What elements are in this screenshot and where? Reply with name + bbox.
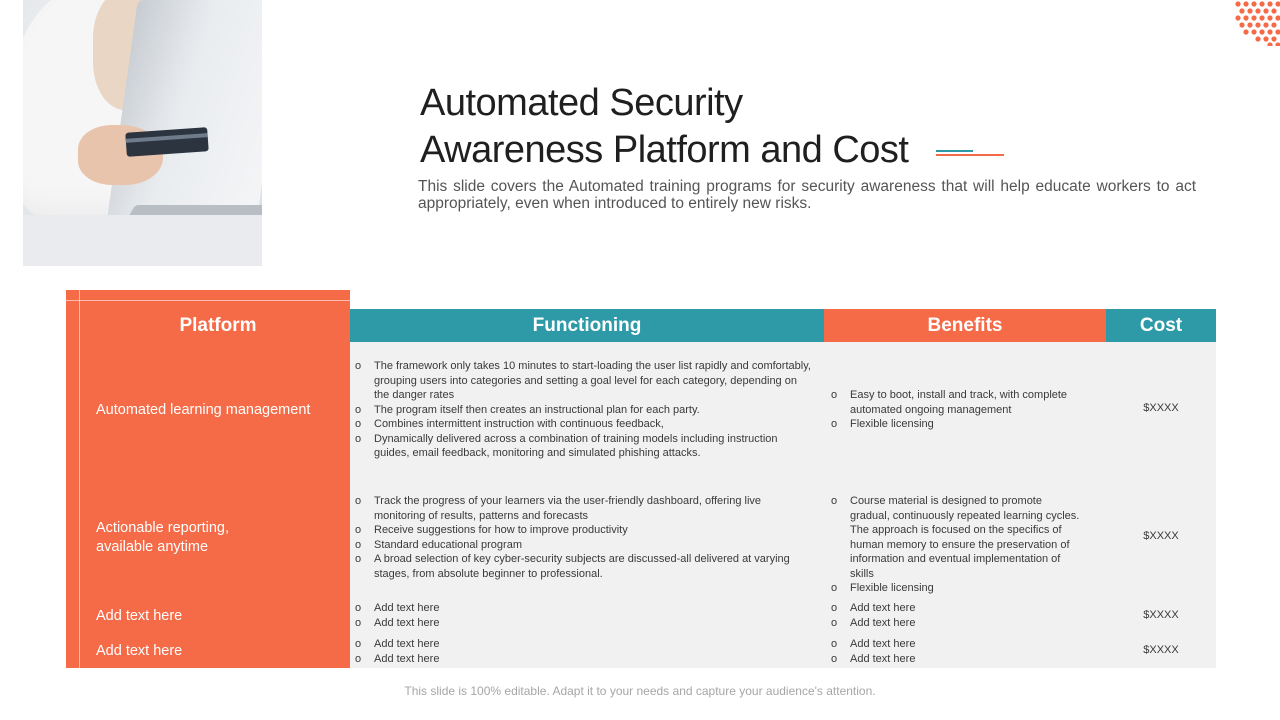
row-2-platform: Actionable reporting, available anytime (96, 520, 229, 555)
page-title: Automated Security Awareness Platform an… (420, 80, 1040, 174)
row-3-platform: Add text here (96, 608, 183, 624)
title-accent-lines (936, 150, 1004, 156)
header-photo (23, 0, 262, 266)
header-cost: Cost (1106, 309, 1216, 342)
header-platform: Platform (179, 314, 257, 336)
row-4-platform: Add text here (96, 643, 183, 659)
table-body-bg (350, 342, 1216, 668)
row-2-cost: $XXXX (1143, 530, 1179, 542)
header-benefits: Benefits (824, 309, 1106, 342)
footer-note: This slide is 100% editable. Adapt it to… (404, 684, 876, 698)
row-1-platform: Automated learning management (96, 402, 311, 418)
header-functioning: Functioning (350, 309, 824, 342)
page-subtitle: This slide covers the Automated training… (418, 178, 1196, 212)
platform-column-bg (66, 290, 350, 668)
corner-dots-decoration (1235, 1, 1280, 46)
row-3-cost: $XXXX (1143, 609, 1179, 621)
title-line-1: Automated Security (420, 82, 743, 124)
row-4-cost: $XXXX (1143, 644, 1179, 656)
title-line-2: Awareness Platform and Cost (420, 129, 909, 171)
row-1-cost: $XXXX (1143, 402, 1179, 414)
